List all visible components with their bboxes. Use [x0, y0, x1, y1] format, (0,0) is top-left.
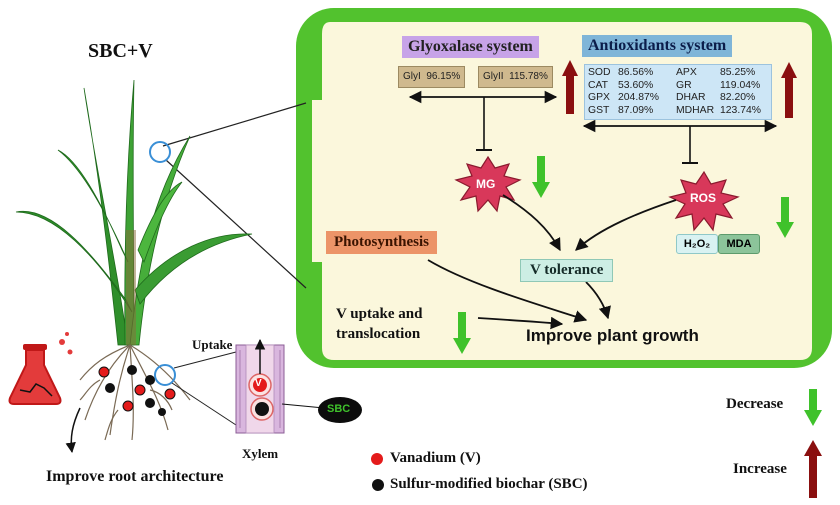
sbc-badge-label: SBC: [327, 403, 351, 415]
arrow-mg-to-tolerance: [502, 194, 561, 252]
glyi-box: GlyI 96.15%: [398, 66, 466, 88]
flask-icon: [8, 332, 73, 405]
enzyme-name: CAT: [588, 79, 609, 91]
enzyme-value: 85.25%: [720, 67, 756, 78]
leaf-zoom-circle: [149, 141, 171, 163]
decrease-arrow-mg: [532, 156, 550, 198]
sbc-connector: [281, 403, 325, 409]
decrease-arrow-uptake: [453, 312, 471, 354]
uptake-label: Uptake: [192, 337, 233, 352]
enzyme-value: 204.87%: [618, 92, 660, 103]
glyi-value: 96.15%: [426, 71, 461, 82]
xylem-label: Xylem: [242, 446, 279, 461]
legend-sbc-dot: [372, 479, 384, 491]
inhibition-ros: [682, 126, 698, 164]
ros-burst: [668, 170, 740, 232]
enzyme-name: MDHAR: [676, 104, 715, 116]
enzyme-row: CAT 53.60% GR 119.04%: [588, 80, 768, 93]
legend-vanadium-dot: [371, 453, 383, 465]
enzyme-value: 119.04%: [720, 79, 761, 91]
glyii-box: GlyII 115.78%: [478, 66, 553, 88]
ros-label: ROS: [690, 191, 717, 205]
enzyme-name: GPX: [588, 92, 610, 103]
v-uptake-line1: V uptake and: [336, 306, 423, 322]
xylem-v-symbol: V: [255, 378, 262, 389]
improve-root-label: Improve root architecture: [46, 468, 224, 485]
arrow-uptake-to-growth: [477, 316, 564, 330]
root-zoom-circle: [154, 364, 176, 386]
enzyme-value: 123.74%: [720, 104, 762, 116]
enzyme-value: 86.56%: [618, 67, 654, 78]
enzyme-name: GST: [588, 104, 610, 116]
glyii-value: 115.78%: [509, 71, 548, 82]
arrow-photo-to-growth: [427, 259, 588, 323]
glyoxalase-system-label: Glyoxalase system: [402, 36, 539, 58]
root-zoom-line: [173, 351, 237, 369]
enzyme-value: 82.20%: [720, 92, 756, 103]
v-tolerance-box: V tolerance: [520, 259, 614, 282]
root-zoom-line-2: [171, 382, 237, 426]
legend-vanadium-label: Vanadium (V): [390, 450, 481, 466]
photosynthesis-box: Photosynthesis: [326, 231, 438, 254]
zoom-line-top: [162, 102, 307, 147]
antioxidants-system-label: Antioxidants system: [582, 35, 733, 57]
plant-leaves: [15, 79, 253, 346]
enzyme-name: DHAR: [676, 92, 706, 103]
enzyme-name: APX: [676, 67, 697, 78]
enzyme-row: GST 87.09% MDHAR 123.74%: [588, 105, 768, 118]
legend-increase-arrow: [804, 440, 822, 498]
increase-arrow-glyoxalase: [562, 60, 578, 114]
root-improve-arrow: [65, 407, 81, 454]
legend-decrease-label: Decrease: [726, 396, 784, 412]
antioxidant-enzyme-table: SOD 86.56% APX 85.25% CAT 53.60% GR 119.…: [584, 64, 772, 120]
zoom-line-bottom: [165, 159, 307, 289]
mda-badge: MDA: [718, 234, 760, 254]
increase-arrow-antioxidants: [781, 62, 797, 118]
legend-decrease-arrow: [804, 389, 822, 426]
mg-label: MG: [476, 177, 496, 191]
enzyme-value: 87.09%: [618, 104, 654, 116]
sbc-badge: [318, 397, 362, 423]
enzyme-value: 53.60%: [618, 79, 654, 91]
root-particles: [98, 365, 176, 416]
mg-burst: [454, 155, 522, 213]
enzyme-name: SOD: [588, 67, 611, 78]
arrow-ros-to-tolerance: [575, 199, 677, 251]
enzyme-name: GR: [676, 79, 692, 91]
decrease-arrow-ros: [776, 197, 794, 238]
legend-sbc-label: Sulfur-modified biochar (SBC): [390, 476, 588, 492]
legend-increase-label: Increase: [733, 461, 787, 477]
root-system: [79, 344, 191, 441]
diagram-title: SBC+V: [88, 40, 153, 62]
h2o2-badge: H₂O₂: [676, 234, 718, 254]
improve-plant-growth: Improve plant growth: [526, 326, 699, 345]
arrow-tolerance-to-growth: [585, 281, 611, 320]
v-uptake-line2: translocation: [336, 326, 421, 342]
glyii-name: GlyII: [483, 71, 504, 82]
xylem-section: [235, 338, 285, 434]
enzyme-row: SOD 86.56% APX 85.25%: [588, 67, 768, 80]
glyi-name: GlyI: [403, 71, 421, 82]
enzyme-row: GPX 204.87% DHAR 82.20%: [588, 92, 768, 105]
inhibition-mg: [476, 97, 492, 151]
